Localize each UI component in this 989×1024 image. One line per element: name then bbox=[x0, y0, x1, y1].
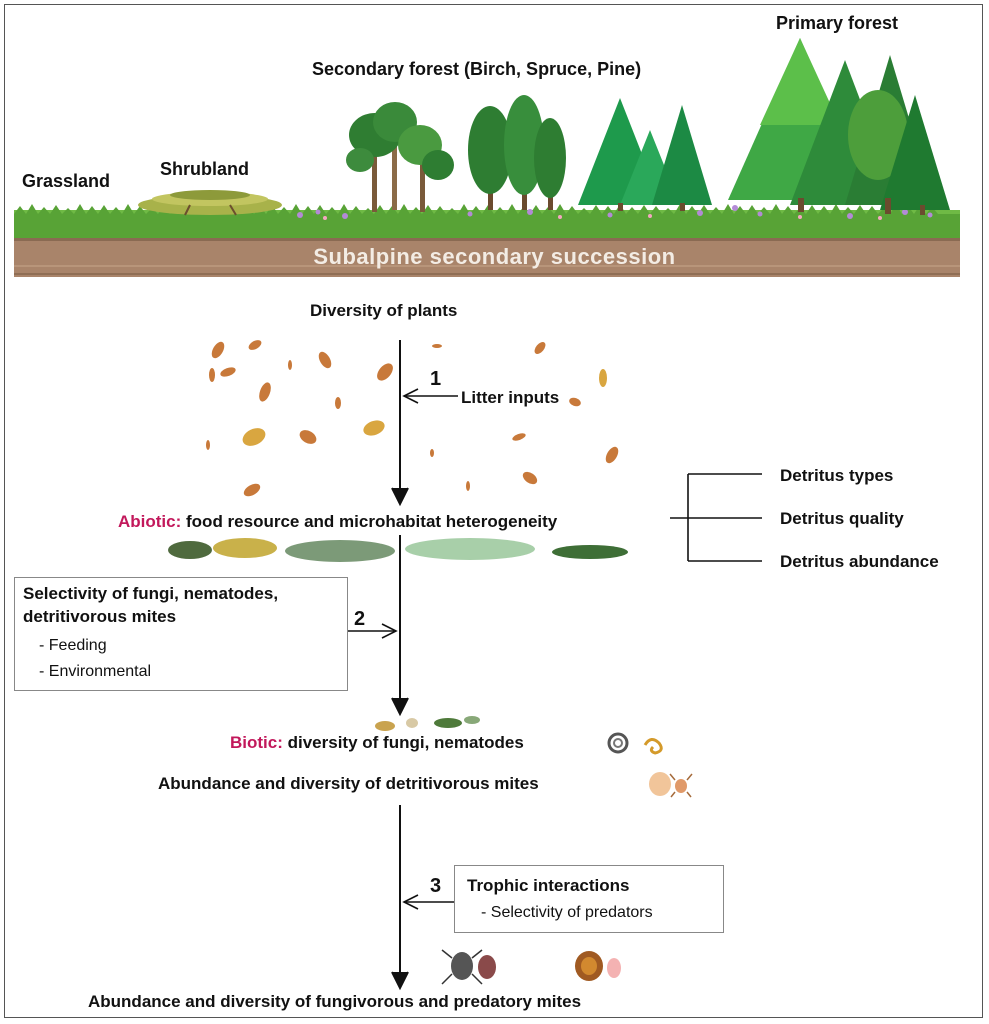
abiotic-line: Abiotic: food resource and microhabitat … bbox=[118, 512, 557, 532]
selectivity-box: Selectivity of fungi, nematodes, detriti… bbox=[14, 577, 348, 691]
litter-leaves bbox=[206, 340, 619, 497]
detritus-bracket bbox=[670, 473, 762, 562]
litter-arrow bbox=[402, 388, 458, 404]
selectivity-title-2: detritivorous mites bbox=[23, 607, 177, 626]
plants-diversity-label: Diversity of plants bbox=[310, 301, 458, 320]
selectivity-item-environmental: - Environmental bbox=[39, 663, 152, 680]
step-number-2: 2 bbox=[354, 608, 366, 630]
detritus-quality-label: Detritus quality bbox=[780, 509, 904, 528]
selectivity-title-1: Selectivity of fungi, nematodes, bbox=[23, 584, 279, 603]
round-conifers bbox=[468, 95, 566, 210]
secondary-forest-label: Secondary forest (Birch, Spruce, Pine) bbox=[312, 59, 642, 79]
primary-forest-trees bbox=[728, 38, 950, 215]
shrubland-label: Shrubland bbox=[160, 159, 249, 179]
biotic-text: diversity of fungi, nematodes bbox=[287, 733, 524, 752]
succession-banner-text: Subalpine secondary succession bbox=[313, 244, 676, 269]
selectivity-arrow bbox=[348, 623, 398, 639]
litter-inputs-label: Litter inputs bbox=[461, 388, 560, 407]
detritivorous-mites-label: Abundance and diversity of detritivorous… bbox=[158, 774, 539, 793]
biotic-prefix: Biotic: bbox=[230, 733, 283, 752]
shrub-illustration bbox=[138, 190, 282, 216]
fungi-cluster bbox=[375, 716, 480, 731]
pine-trees bbox=[578, 98, 712, 211]
abiotic-text: food resource and microhabitat heterogen… bbox=[186, 512, 558, 531]
trophic-arrow bbox=[402, 894, 455, 910]
step-number-3: 3 bbox=[430, 875, 442, 897]
broadleaf-trees bbox=[346, 102, 454, 212]
step-number-1: 1 bbox=[430, 368, 442, 390]
nematode-icons bbox=[607, 732, 663, 755]
detritus-types-label: Detritus types bbox=[780, 466, 894, 485]
trophic-title: Trophic interactions bbox=[467, 876, 630, 895]
main-flow-arrow bbox=[391, 340, 409, 991]
primary-forest-label: Primary forest bbox=[776, 13, 899, 33]
diagram-frame bbox=[4, 4, 983, 1018]
detritivore-mite-icons bbox=[649, 772, 693, 798]
trophic-box: Trophic interactions - Selectivity of pr… bbox=[454, 865, 724, 933]
abiotic-prefix: Abiotic: bbox=[118, 512, 182, 531]
predatory-mite-icons bbox=[441, 949, 621, 985]
final-outcome-label: Abundance and diversity of fungivorous a… bbox=[88, 992, 582, 1011]
microhabitat-patches bbox=[168, 538, 628, 562]
trophic-item: - Selectivity of predators bbox=[481, 904, 653, 921]
biotic-line: Biotic: diversity of fungi, nematodes bbox=[230, 733, 524, 753]
selectivity-item-feeding: - Feeding bbox=[39, 637, 107, 654]
detritus-abundance-label: Detritus abundance bbox=[780, 552, 939, 571]
grassland-label: Grassland bbox=[22, 171, 111, 191]
